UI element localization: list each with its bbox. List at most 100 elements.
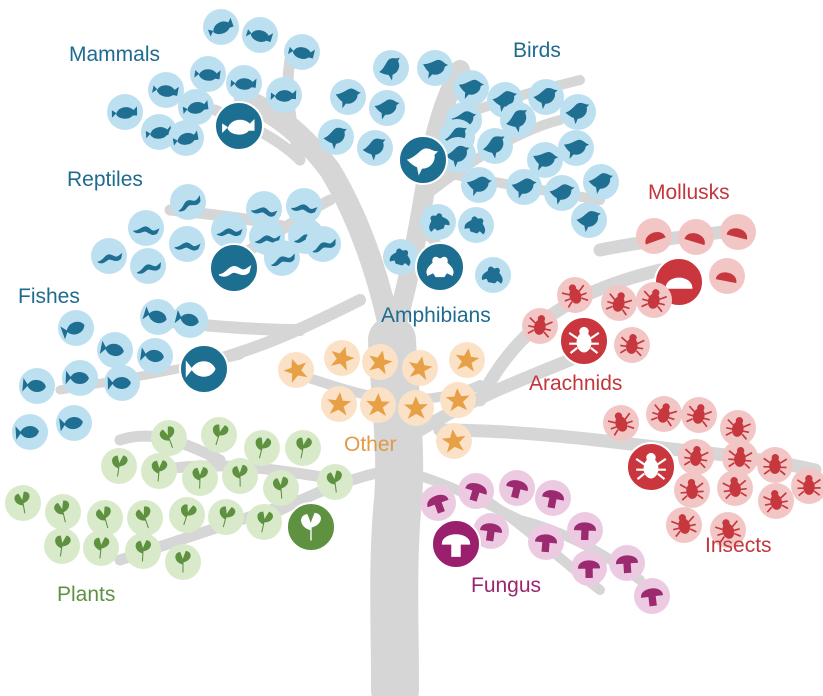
mite-icon (636, 282, 672, 318)
clam-icon (709, 258, 745, 294)
lizard-icon (305, 226, 341, 262)
eagle-icon (506, 169, 542, 205)
parrot-icon (560, 94, 596, 130)
rose-icon (127, 500, 163, 536)
fishes-label: Fishes (18, 285, 80, 308)
dolphin-icon (178, 89, 214, 125)
woodpecker-icon (318, 119, 354, 155)
octopus-icon (720, 214, 756, 250)
seagull-icon (544, 175, 580, 211)
iguana-icon (211, 212, 247, 248)
shrub-icon (317, 464, 353, 500)
rhino-icon (284, 34, 320, 70)
nautilus-icon (678, 219, 714, 255)
wildflower-icon (83, 530, 119, 566)
toadstool-icon (634, 578, 670, 614)
eel-icon (97, 332, 133, 368)
insects-group (603, 396, 823, 548)
heron-icon (369, 90, 405, 126)
insects-label: Insects (705, 534, 772, 557)
mammals-label: Mammals (69, 43, 160, 66)
hawk-icon (583, 164, 619, 200)
fern-icon (182, 460, 218, 496)
cricket-icon (791, 468, 823, 504)
shark-icon (278, 352, 314, 388)
snake-icon (91, 238, 127, 274)
hawk-icon (453, 70, 489, 106)
maple-leaf-icon (169, 497, 205, 533)
chanterelle-icon (499, 470, 535, 506)
flamingo-icon (357, 130, 393, 166)
grasshopper-icon (678, 439, 714, 475)
starfish-icon (402, 350, 438, 386)
mouse-icon (203, 9, 239, 45)
spider-icon (601, 285, 637, 321)
seahorse-icon (58, 310, 94, 346)
bracket-icon (528, 524, 564, 560)
fishes-group (12, 299, 228, 450)
snake-icon (169, 226, 205, 262)
bat-icon (107, 94, 143, 130)
tick-icon (560, 317, 608, 365)
stork-icon (500, 102, 536, 138)
beetle-icon (603, 405, 639, 441)
butterfly-icon (722, 440, 758, 476)
fungus-label: Fungus (471, 574, 541, 597)
pike-icon (19, 368, 55, 404)
sunflower-icon (44, 528, 80, 564)
axolotl-icon (458, 207, 494, 243)
mayfly-icon (666, 507, 702, 543)
fish-icon (180, 345, 228, 393)
mold-icon (571, 550, 607, 586)
sunfish-icon (56, 405, 92, 441)
puffball-icon (535, 480, 571, 516)
plants-label: Plants (57, 583, 115, 606)
mantis-icon (674, 472, 710, 508)
duck-icon (571, 202, 607, 238)
eagle-icon (373, 50, 409, 86)
herb-icon (101, 448, 137, 484)
crab-icon (449, 342, 485, 378)
orchid-icon (151, 420, 187, 456)
swallow-icon (558, 130, 594, 166)
skink-icon (264, 240, 300, 276)
birds-label: Birds (513, 39, 561, 62)
moth-icon (681, 397, 717, 433)
scorpion-icon (557, 277, 593, 313)
harvestman-icon (522, 308, 558, 344)
catfish-icon (62, 360, 98, 396)
trout-icon (137, 338, 173, 374)
toadstool-icon (458, 473, 494, 509)
bass-icon (140, 299, 176, 335)
clover-icon (45, 494, 81, 530)
morel-icon (609, 545, 645, 581)
tarantula-icon (614, 327, 650, 363)
angelfish-icon (12, 414, 48, 450)
flower-icon (246, 504, 282, 540)
morel-icon (420, 485, 456, 521)
mosquito-icon (758, 483, 794, 519)
wildflower-icon (285, 430, 321, 466)
coral-icon (321, 386, 357, 422)
orchid-icon (208, 499, 244, 535)
reptiles-group (91, 184, 341, 292)
wasp-icon (646, 396, 682, 432)
tang-icon (172, 302, 208, 338)
flower-icon (201, 417, 237, 453)
perch-icon (104, 365, 140, 401)
chameleon-icon (128, 210, 164, 246)
mushroom-icon (432, 520, 480, 568)
seaweed-icon (398, 390, 434, 426)
sponge-icon (436, 423, 472, 459)
mollusks-label: Mollusks (648, 181, 730, 204)
lily-icon (141, 453, 177, 489)
pelican-icon (461, 167, 497, 203)
reptiles-label: Reptiles (67, 168, 143, 191)
grass-icon (263, 470, 299, 506)
amphibians-label: Amphibians (381, 304, 491, 327)
lily-icon (165, 544, 201, 580)
toad-icon (475, 257, 511, 293)
goose-icon (528, 79, 564, 115)
kangaroo-icon (242, 17, 278, 53)
